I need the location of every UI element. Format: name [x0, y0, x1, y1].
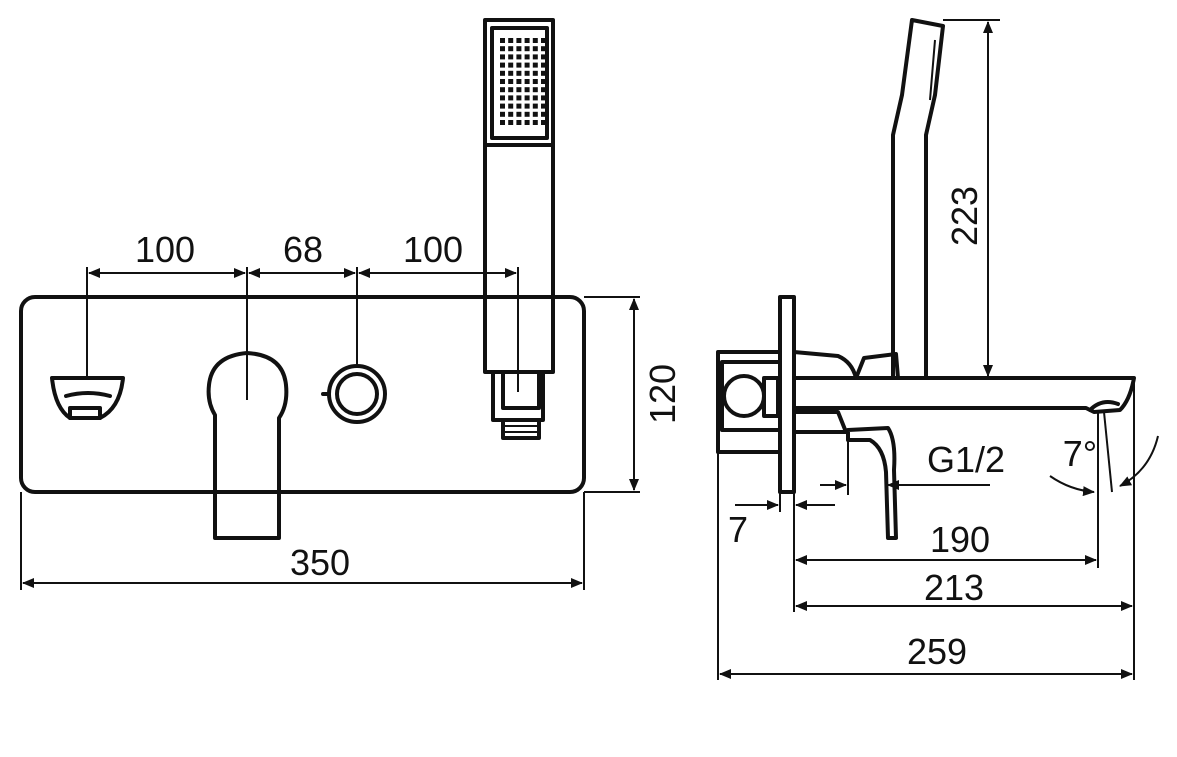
spray-nozzle [508, 79, 514, 84]
spray-nozzle [508, 38, 514, 43]
spray-nozzle [500, 62, 505, 68]
hand-shower [483, 18, 555, 440]
spray-nozzle [541, 54, 546, 60]
spray-nozzle [500, 70, 505, 76]
concealed-body [716, 350, 782, 454]
spray-nozzle [541, 38, 546, 43]
spray-nozzle [532, 46, 538, 52]
spray-nozzle [532, 62, 538, 68]
spray-nozzle [500, 38, 505, 43]
spray-nozzle [532, 54, 538, 60]
dim-text-100-left: 100 [135, 229, 195, 270]
spray-nozzle [516, 62, 522, 68]
spray-nozzle [500, 46, 505, 52]
dim-text-68: 68 [283, 229, 323, 270]
spray-nozzle [541, 103, 546, 109]
side-spout [792, 376, 1136, 414]
spray-nozzle [500, 111, 505, 117]
spray-nozzle [508, 46, 514, 52]
spray-nozzle [516, 120, 522, 125]
spray-nozzle [532, 79, 538, 84]
dim-text-213: 213 [924, 567, 984, 608]
spray-nozzle [500, 120, 505, 125]
spray-nozzle [516, 95, 522, 101]
side-wall-plate [778, 295, 796, 494]
spray-nozzle [541, 79, 546, 84]
spray-nozzle [524, 62, 530, 68]
spray-nozzle [516, 111, 522, 117]
spray-nozzle [516, 103, 522, 109]
spray-nozzle [524, 95, 530, 101]
spray-nozzle [516, 54, 522, 60]
dim-text-g12: G1/2 [927, 439, 1005, 480]
dim-text-223: 223 [944, 186, 985, 246]
dim-text-100-right: 100 [403, 229, 463, 270]
spray-nozzle [508, 70, 514, 76]
spray-nozzle [516, 70, 522, 76]
spray-nozzle [541, 87, 546, 93]
spray-nozzle [524, 54, 530, 60]
spray-nozzle [524, 87, 530, 93]
spray-nozzle [524, 79, 530, 84]
dim-text-259: 259 [907, 631, 967, 672]
dim-arc-7deg-left [1049, 475, 1095, 497]
dim-text-7deg: 7° [1063, 433, 1097, 474]
spray-nozzle [541, 95, 546, 101]
spray-nozzle [532, 95, 538, 101]
wall-plate [19, 295, 586, 494]
spray-nozzle [541, 62, 546, 68]
dim-text-7: 7 [728, 509, 748, 550]
spray-nozzle [524, 70, 530, 76]
spray-nozzle [516, 38, 522, 43]
dim-text-190: 190 [930, 519, 990, 560]
side-view: 223 G1/2 7° 7 190 213 259 [716, 18, 1159, 680]
spray-nozzle [516, 87, 522, 93]
spray-nozzle [541, 120, 546, 125]
spray-nozzle [508, 120, 514, 125]
spray-nozzle [524, 103, 530, 109]
spray-nozzle [508, 87, 514, 93]
spray-nozzle [532, 87, 538, 93]
spray-nozzle [524, 120, 530, 125]
spray-nozzle [524, 46, 530, 52]
spray-nozzle [532, 70, 538, 76]
spray-nozzle [508, 111, 514, 117]
spray-nozzle [532, 103, 538, 109]
spray-nozzle [500, 95, 505, 101]
spray-nozzle [500, 79, 505, 84]
dim-text-120: 120 [642, 364, 683, 424]
spray-nozzle [508, 54, 514, 60]
side-hand-shower [891, 18, 945, 380]
spray-nozzle [508, 95, 514, 101]
spray-nozzle [516, 79, 522, 84]
front-view: 100 68 100 350 120 [19, 18, 683, 590]
side-lever [846, 426, 898, 540]
spray-nozzle [532, 38, 538, 43]
spout-outlet [50, 376, 125, 420]
spray-nozzle [532, 120, 538, 125]
dim-text-350: 350 [290, 542, 350, 583]
spray-nozzle [516, 46, 522, 52]
spray-nozzle [500, 103, 505, 109]
spray-nozzle [541, 46, 546, 52]
spray-nozzle [532, 111, 538, 117]
spray-nozzle [541, 70, 546, 76]
diverter-knob [321, 364, 387, 424]
spray-nozzles [500, 38, 546, 125]
spray-nozzle [508, 103, 514, 109]
spray-nozzle [500, 54, 505, 60]
spray-nozzle [524, 38, 530, 43]
spray-nozzle [541, 111, 546, 117]
spray-nozzle [500, 87, 505, 93]
spray-nozzle [524, 111, 530, 117]
spray-nozzle [508, 62, 514, 68]
dim-arc-7deg-right [1119, 435, 1159, 487]
